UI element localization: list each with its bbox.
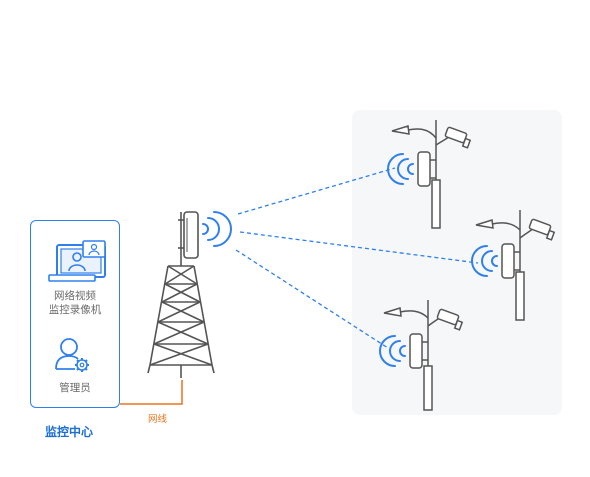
access-point-2 — [501, 243, 520, 279]
wifi-signal-icon — [202, 211, 232, 247]
cctv-camera-icon — [444, 126, 472, 149]
wireless-link-1 — [237, 167, 396, 215]
wireless-links — [235, 167, 479, 349]
cctv-camera-icon — [528, 218, 556, 241]
access-point-1 — [417, 151, 436, 187]
admin-user-icon — [55, 338, 89, 372]
network-cable — [120, 380, 183, 405]
nvr-label-line2: 监控录像机 — [48, 304, 102, 316]
computer-monitor-icon — [48, 240, 106, 282]
nvr-label-line1: 网络视频 — [54, 290, 96, 302]
admin-label: 管理员 — [59, 382, 91, 394]
wireless-link-3 — [235, 249, 389, 349]
wireless-link-2 — [239, 231, 479, 264]
transmission-tower-icon — [147, 265, 215, 378]
nvr-label: 网络视频 监控录像机 — [31, 289, 119, 317]
access-point-3 — [409, 333, 428, 369]
cable-label: 网线 — [148, 414, 168, 425]
camera-area-panel — [352, 110, 562, 415]
monitoring-center-box: 网络视频 监控录像机 管理员 — [30, 220, 120, 408]
gear-icon — [75, 358, 89, 372]
tower-antenna — [178, 211, 199, 266]
street-lamp-icon — [475, 210, 535, 321]
monitoring-center-title: 监控中心 — [45, 425, 94, 439]
cctv-camera-icon — [436, 308, 464, 331]
wifi-signal-icon — [379, 335, 406, 367]
wifi-signal-icon — [387, 153, 414, 185]
wifi-signal-icon — [471, 245, 498, 277]
